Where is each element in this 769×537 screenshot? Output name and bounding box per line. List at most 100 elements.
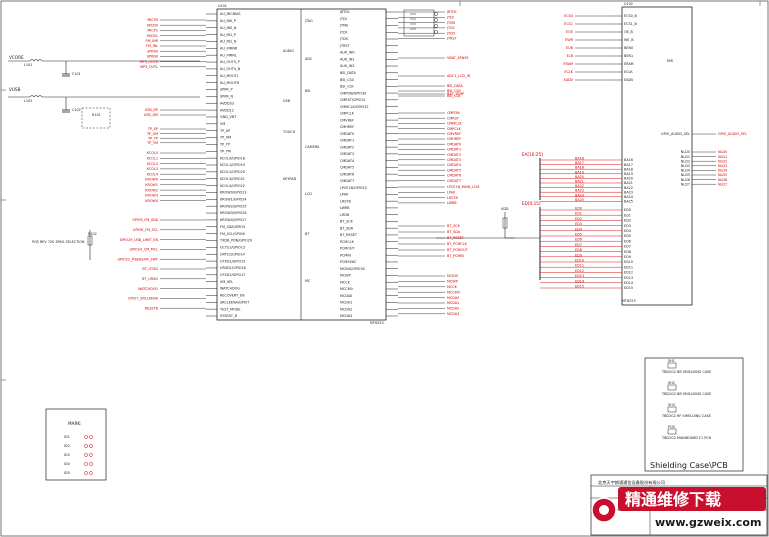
- left-net-label: MICP0: [148, 18, 159, 22]
- u102-left-net: ERAM: [563, 62, 573, 66]
- u102-right-pin: NLD3: [681, 164, 690, 168]
- titleblock-company: 北京天宇朗通通信设备股份有限公司: [598, 479, 665, 486]
- u101-right-pin-name: MCDA0: [340, 294, 352, 298]
- mark-item-label: ID1: [64, 435, 70, 439]
- right-net-label: CMHREF: [447, 137, 461, 141]
- chip-u101-body: [216, 8, 387, 321]
- u102-left-net: EWR: [565, 38, 573, 42]
- u101-left-pin-name: KCOL4/GPIO22: [220, 184, 245, 188]
- left-net-label: RESETB: [145, 306, 159, 310]
- ed-net-label: ED0: [575, 207, 582, 211]
- mark-item-label: ID3: [64, 453, 70, 457]
- ba-net-label: BA18: [575, 166, 584, 170]
- chip-u102: U102 MT6253 EMI ECS0_BECS0ECS1_BECS1OE_B…: [540, 2, 747, 306]
- u101-left-pin-column: AU_MICBIASAU_INS_PAU_INS_NAU_IN1_PAU_IN1…: [206, 12, 252, 318]
- u102-right-pin: NLD2: [681, 159, 690, 163]
- u101-group-labels: AUDIOUSBTOUCHKEYPADJTAGADCBSICAMERALCDBT…: [282, 19, 320, 283]
- u101-group-label: MC: [305, 279, 311, 283]
- left-net-label: BT_URXD: [142, 277, 158, 281]
- pcb-note-text: PCB REV 72K 3PKG SELECTION: [32, 240, 85, 244]
- left-net-label: GPIO29_USB_LIMIT_EN: [120, 238, 159, 242]
- u101-group-label: AUDIO: [283, 49, 294, 53]
- mark-pad-icon: [89, 462, 93, 466]
- watermark-text: 精通维修下载: [625, 490, 721, 509]
- right-net-label: BT_PCMCLK: [447, 242, 468, 246]
- left-net-label: USB_DP: [145, 108, 158, 112]
- pcb-selection-note: PCB REV 72K 3PKG SELECTION R102: [32, 230, 97, 260]
- shield-symbol: [667, 406, 677, 413]
- u101-right-pin-name: BSI_DATA: [340, 71, 357, 75]
- u101-right-pin-name: MCDA1: [340, 301, 352, 305]
- right-net-label: BT_PCMIN: [447, 254, 464, 258]
- left-net-label: GPIO24_CM_MCL: [129, 248, 158, 252]
- u101-right-pin-name: JTDI: [339, 17, 347, 21]
- shield-ref: SH1: [668, 359, 675, 363]
- u101-left-pin-name: TEST_MODE: [219, 307, 240, 311]
- u102-ed-pin: ED12: [624, 271, 633, 275]
- ed-net-label: ED11: [575, 264, 584, 268]
- u101-left-pin-name: UTXD2/GPIO17: [220, 273, 245, 277]
- u102-ed-pin: ED11: [624, 265, 633, 269]
- shield-ref: SH3: [668, 403, 675, 407]
- c101-label: C101: [72, 72, 81, 76]
- left-net-label: SPKR0: [147, 49, 158, 53]
- left-net-labels: MICP0MICN0MICP1MICN1FM_INRFM_INLSPKR0SPK…: [117, 18, 206, 310]
- u101-left-pin-name: SYSRST_B: [220, 314, 238, 318]
- u101-right-pin-name: MCWP: [340, 274, 351, 278]
- left-net-label: GPIO22_MSENSOR_SWT: [117, 257, 158, 261]
- u101-left-pin-name: AU_FMINL: [220, 53, 237, 57]
- u101-right-pin-name: BT_SCK: [340, 220, 354, 224]
- u101-left-pin-name: AVDD33: [220, 101, 234, 105]
- u102-left-net: EOE: [566, 30, 573, 34]
- u101-left-pin-name: AU_MICBIAS: [220, 12, 241, 16]
- mark-item-label: ID4: [64, 462, 70, 466]
- mark-pad-icon: [89, 444, 93, 448]
- ed-net-label: ED4: [575, 227, 582, 231]
- u101-group-label: LCD: [305, 192, 312, 196]
- u101-right-pin-name: JRTCK: [339, 10, 350, 14]
- right-net-label: LWRB: [447, 201, 457, 205]
- u101-left-pin-name: VM: [220, 122, 225, 126]
- u101-group-label: ADC: [305, 57, 313, 61]
- u102-right-net: NLD2: [718, 159, 727, 163]
- u102-ed-pin: ED13: [624, 276, 633, 280]
- u102-left-net: ECLK: [564, 70, 573, 74]
- left-net-label: MP3_OUTR: [140, 60, 159, 64]
- u101-left-pin-name: KROW1/GPIO24: [220, 198, 247, 202]
- u101-right-pin-name: AUX_IN1: [340, 57, 355, 61]
- u102-ed-pin: ED0: [624, 208, 631, 212]
- u101-right-pin-name: CMDAT0: [340, 132, 354, 136]
- right-net-label: JTDI: [446, 16, 454, 20]
- u102-ba-pin: BA20: [624, 177, 633, 181]
- right-net-label: MCCK: [447, 285, 458, 289]
- u102-right-net: NLD6: [718, 178, 727, 182]
- u102-left-pins: ECS0_BECS0ECS1_BECS1OE_BEOEWE_BEWRBEN0EU…: [563, 14, 637, 82]
- left-net-label: KROW1: [145, 183, 158, 187]
- u101-left-pin-name: GND_VBT: [220, 115, 237, 119]
- shield-ref: PCB: [668, 425, 675, 429]
- u102-right-pin: NLD0: [681, 150, 690, 154]
- left-net-label: TP_XP: [147, 127, 158, 131]
- mark-pad-icon: [89, 453, 93, 457]
- chip-u101-ref: U101: [218, 4, 227, 8]
- r102-label: R102: [88, 232, 97, 236]
- right-net-label: CMPDN: [447, 111, 460, 115]
- ba-net-label: BA20: [575, 175, 584, 179]
- u102-ba-pin: BA24: [624, 195, 633, 199]
- left-net-label: TP_YP: [147, 136, 158, 140]
- shield-ref: SH2: [668, 381, 675, 385]
- u101-group-label: TOUCH: [282, 130, 296, 134]
- watermark-url: www.gzweix.com: [655, 516, 761, 529]
- right-net-label: MCDA1: [447, 301, 459, 305]
- right-net-label: JTCK: [446, 26, 455, 30]
- left-net-label: KCOL3: [147, 167, 158, 171]
- u102-pin-name: ECS1_B: [624, 22, 638, 26]
- right-net-label: CMDAT1: [447, 148, 461, 152]
- u101-right-pin-name: AUX_IN0: [340, 51, 355, 55]
- u101-right-pin-name: JTDO: [339, 37, 349, 41]
- right-net-label: CMDAT3: [447, 158, 461, 162]
- u101-left-pin-name: TP_XP: [219, 129, 230, 133]
- u101-left-pin-name: KROW3/GPIO26: [220, 211, 247, 215]
- u102-right-pin: GPIO_AUDIO_SEL: [661, 132, 690, 136]
